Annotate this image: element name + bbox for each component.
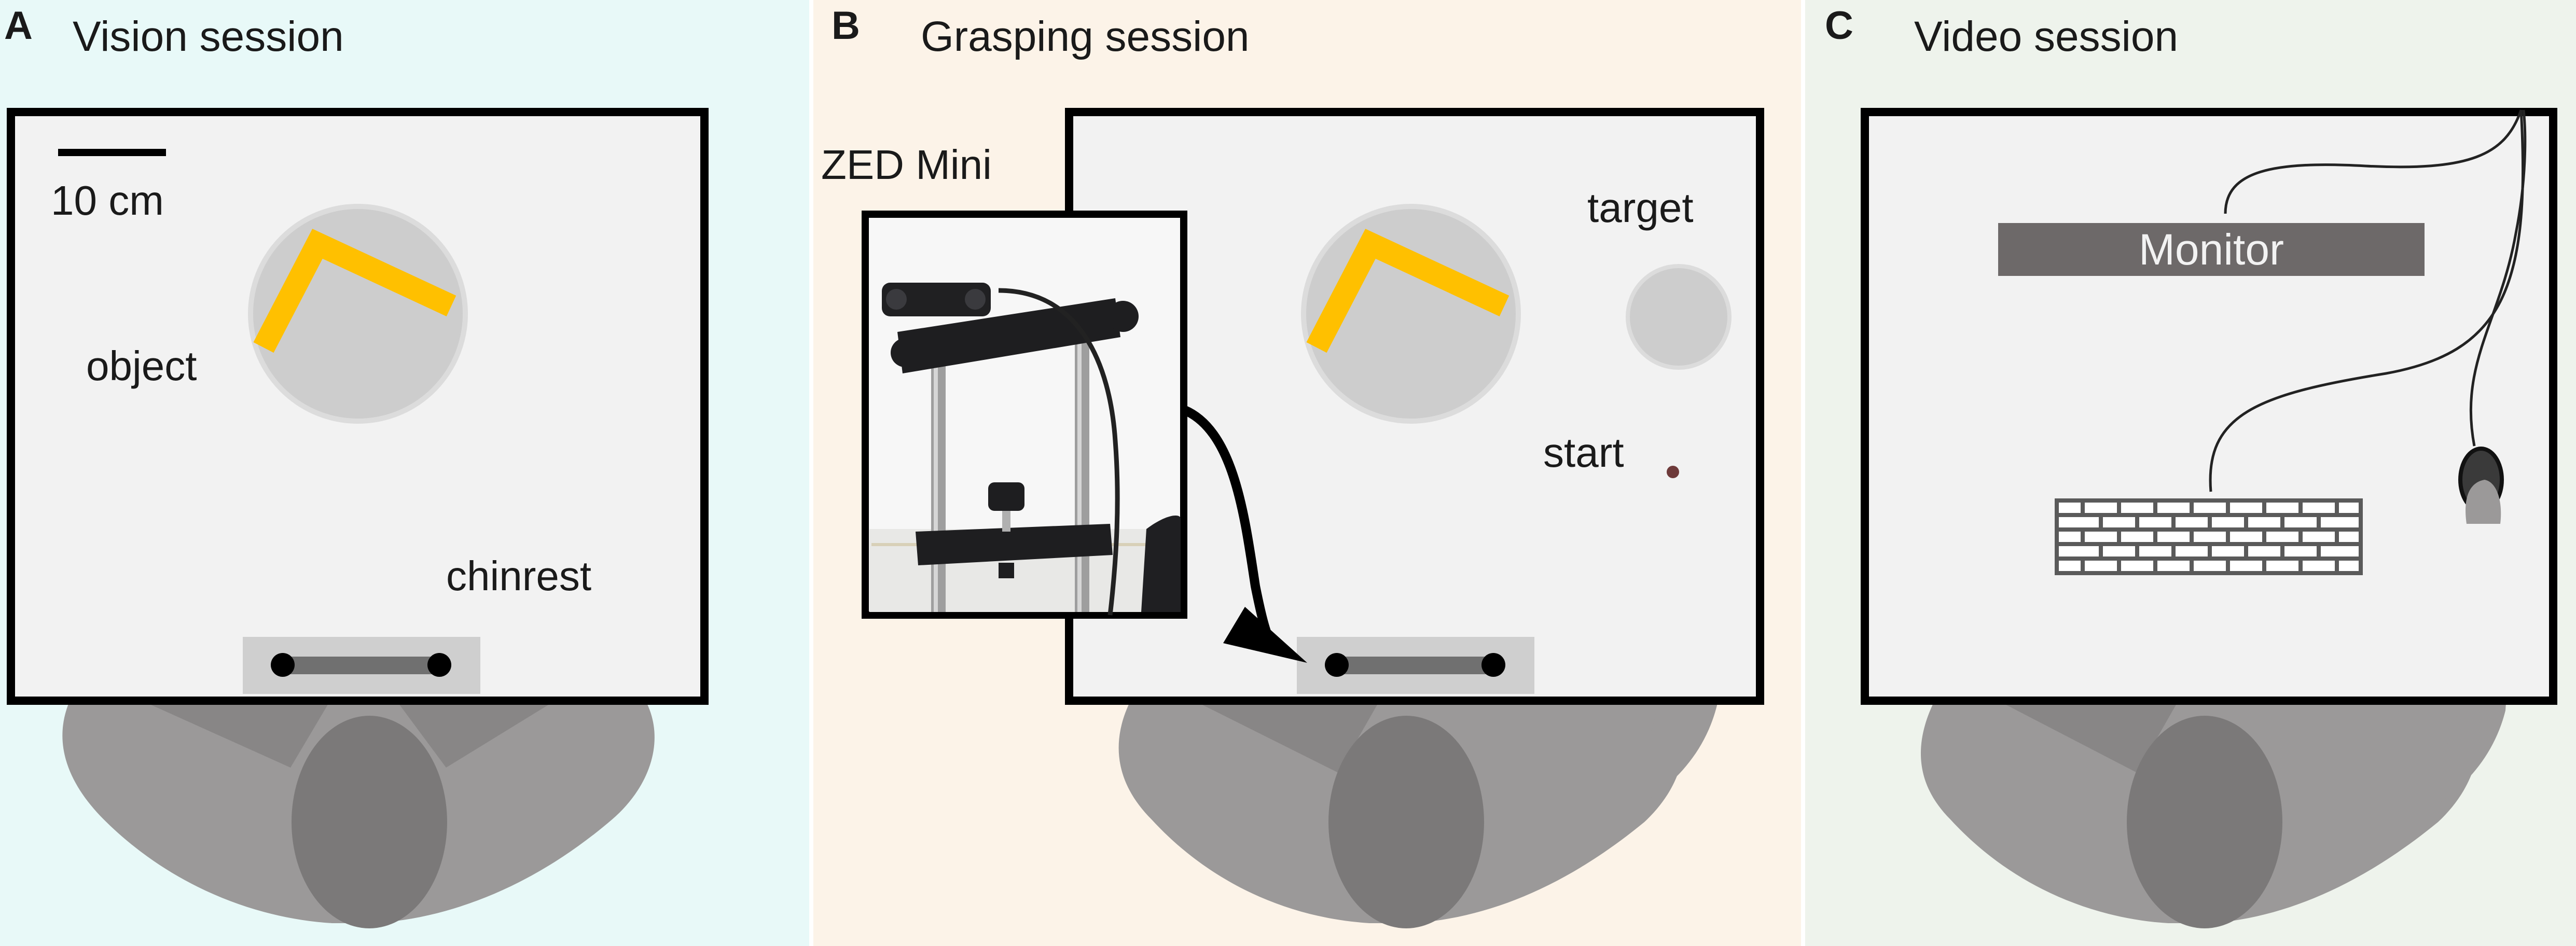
- chinrest-right-post: [1481, 653, 1505, 677]
- stand-bottom-bar: [916, 524, 1113, 565]
- start-label: start: [1543, 429, 1624, 476]
- stand-pole-left: [931, 337, 946, 612]
- panel-b-letter: B: [832, 4, 860, 48]
- panel-a-title: Vision session: [73, 13, 344, 60]
- monitor-label: Monitor: [2139, 225, 2284, 274]
- chinrest-bar: [284, 657, 438, 674]
- cables: [2209, 109, 2527, 492]
- stand-top-bar: [897, 298, 1120, 373]
- object-shape: [1306, 229, 1509, 353]
- head-shape: [2127, 716, 2282, 928]
- panel-c-letter: C: [1825, 4, 1853, 48]
- hand-on-mouse: [2466, 480, 2501, 524]
- start-marker: [1667, 466, 1679, 478]
- person-silhouette: [62, 698, 655, 928]
- zed-mini-camera-photo-icon: [862, 211, 1187, 619]
- right-arm-shape: [394, 698, 560, 768]
- keyboard-cable: [2209, 109, 2525, 492]
- target-label: target: [1587, 185, 1694, 231]
- panel-c-title: Video session: [1914, 13, 2178, 60]
- chinrest-label: chinrest: [446, 553, 591, 599]
- object-label: object: [86, 343, 197, 389]
- left-arm-shape: [135, 698, 332, 768]
- panel-a-letter: A: [4, 4, 33, 48]
- camera-cable: [998, 288, 1120, 616]
- chinrest-bar: [1338, 657, 1492, 674]
- panel-a: A Vision session 10 cm object chinrest: [0, 0, 809, 946]
- panel-b: B Grasping session target start: [813, 0, 1801, 946]
- monitor: [1998, 223, 2425, 276]
- panel-b-title: Grasping session: [921, 13, 1250, 60]
- object-shape: [253, 229, 456, 353]
- chinrest-left-post: [271, 653, 295, 677]
- zed-camera-body: [882, 283, 991, 316]
- monitor-cable: [2224, 109, 2523, 214]
- stand-pole-right: [1075, 337, 1089, 612]
- head-shape: [1328, 716, 1484, 928]
- left-arm-shape: [1997, 700, 2179, 773]
- mouse-cable: [2469, 109, 2527, 447]
- panel-c: C Video session Monitor: [1805, 0, 2576, 946]
- chin-support: [988, 482, 1024, 511]
- camera-label: ZED Mini: [821, 142, 992, 188]
- left-arm-shape: [1193, 700, 1380, 773]
- scale-bar-label: 10 cm: [51, 177, 164, 224]
- head-shape: [292, 716, 447, 928]
- target-disk: [1626, 264, 1732, 370]
- chinrest-left-post: [1325, 653, 1349, 677]
- table: [1861, 108, 2557, 705]
- keyboard-icon: [2055, 498, 2363, 575]
- chinrest-right-post: [427, 653, 451, 677]
- arrow-head-icon: [1223, 607, 1307, 663]
